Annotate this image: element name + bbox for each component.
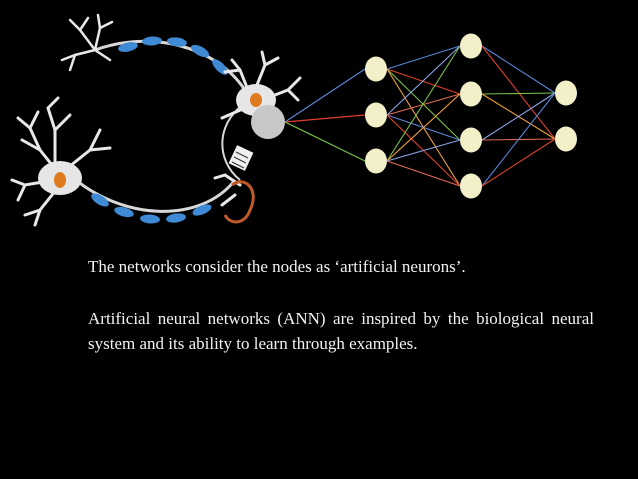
network-node [460, 173, 482, 199]
network-node [365, 148, 387, 174]
network-node [555, 80, 577, 106]
top-left-dendrite [60, 13, 114, 72]
network-edge [386, 93, 461, 162]
input-edge [284, 121, 366, 162]
network-node [555, 126, 577, 152]
network-node [460, 81, 482, 107]
network-node [460, 33, 482, 59]
neuron-network-illustration [10, 13, 577, 227]
input-edge [284, 68, 366, 123]
network-edge [481, 92, 556, 141]
lower-axon-segments [91, 193, 212, 224]
central-neuron-node [251, 105, 285, 139]
network-edge [386, 139, 461, 162]
network-node [365, 56, 387, 82]
network-edge [481, 92, 556, 95]
network-edges [284, 45, 556, 187]
network-edge [386, 45, 461, 116]
network-edge [386, 45, 461, 162]
network-nodes [365, 33, 577, 199]
network-node [460, 127, 482, 153]
biological-neuron-drawing [10, 13, 302, 227]
network-edge [481, 92, 556, 187]
network-edge [386, 160, 461, 187]
network-edge [386, 68, 461, 95]
input-edge [284, 114, 366, 123]
network-edge [481, 138, 556, 187]
network-edge [386, 45, 461, 70]
left-neuron-cell [10, 96, 112, 227]
nodes-statement: The networks consider the nodes as ‘arti… [88, 257, 466, 276]
network-edge [481, 45, 556, 140]
network-edge [481, 45, 556, 94]
network-node [365, 102, 387, 128]
upper-axon-segments [118, 36, 228, 75]
ann-description: Artificial neural networks (ANN) are ins… [88, 309, 594, 353]
right-neuron-cell [213, 50, 302, 224]
